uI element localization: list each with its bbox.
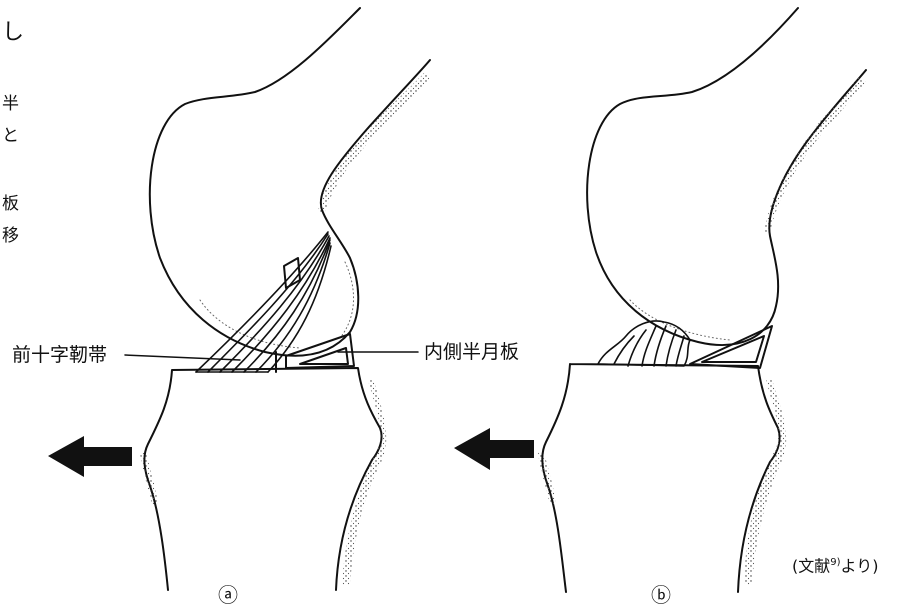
acl-label: 前十字靭帯 [12,346,107,365]
panel-a [48,8,430,590]
femur-a-shading [318,72,430,212]
edge-glyph-1: し [2,22,24,44]
edge-glyph-3: と [2,128,19,145]
panel-b [454,8,866,592]
acl-ligament-a [196,232,331,372]
medial-meniscus-label: 内側半月板 [424,343,519,362]
tibia-b [542,364,779,592]
edge-glyph-5: 移 [2,228,19,245]
edge-glyph-2: 半 [2,96,19,113]
edge-glyph-4: 板 [2,196,19,213]
panel-b-label: ⓑ [651,585,671,605]
source-ref: 9) [830,557,840,568]
source-citation: (文献9)より) [792,558,878,574]
source-suffix: より) [841,556,879,575]
source-prefix: (文献 [792,556,830,575]
anterior-arrow-a [48,436,132,477]
femur-b [587,8,866,345]
torn-acl-b [598,321,690,366]
panel-a-label: ⓐ [218,585,238,605]
anterior-arrow-b [454,428,534,470]
femur-a [150,8,430,356]
